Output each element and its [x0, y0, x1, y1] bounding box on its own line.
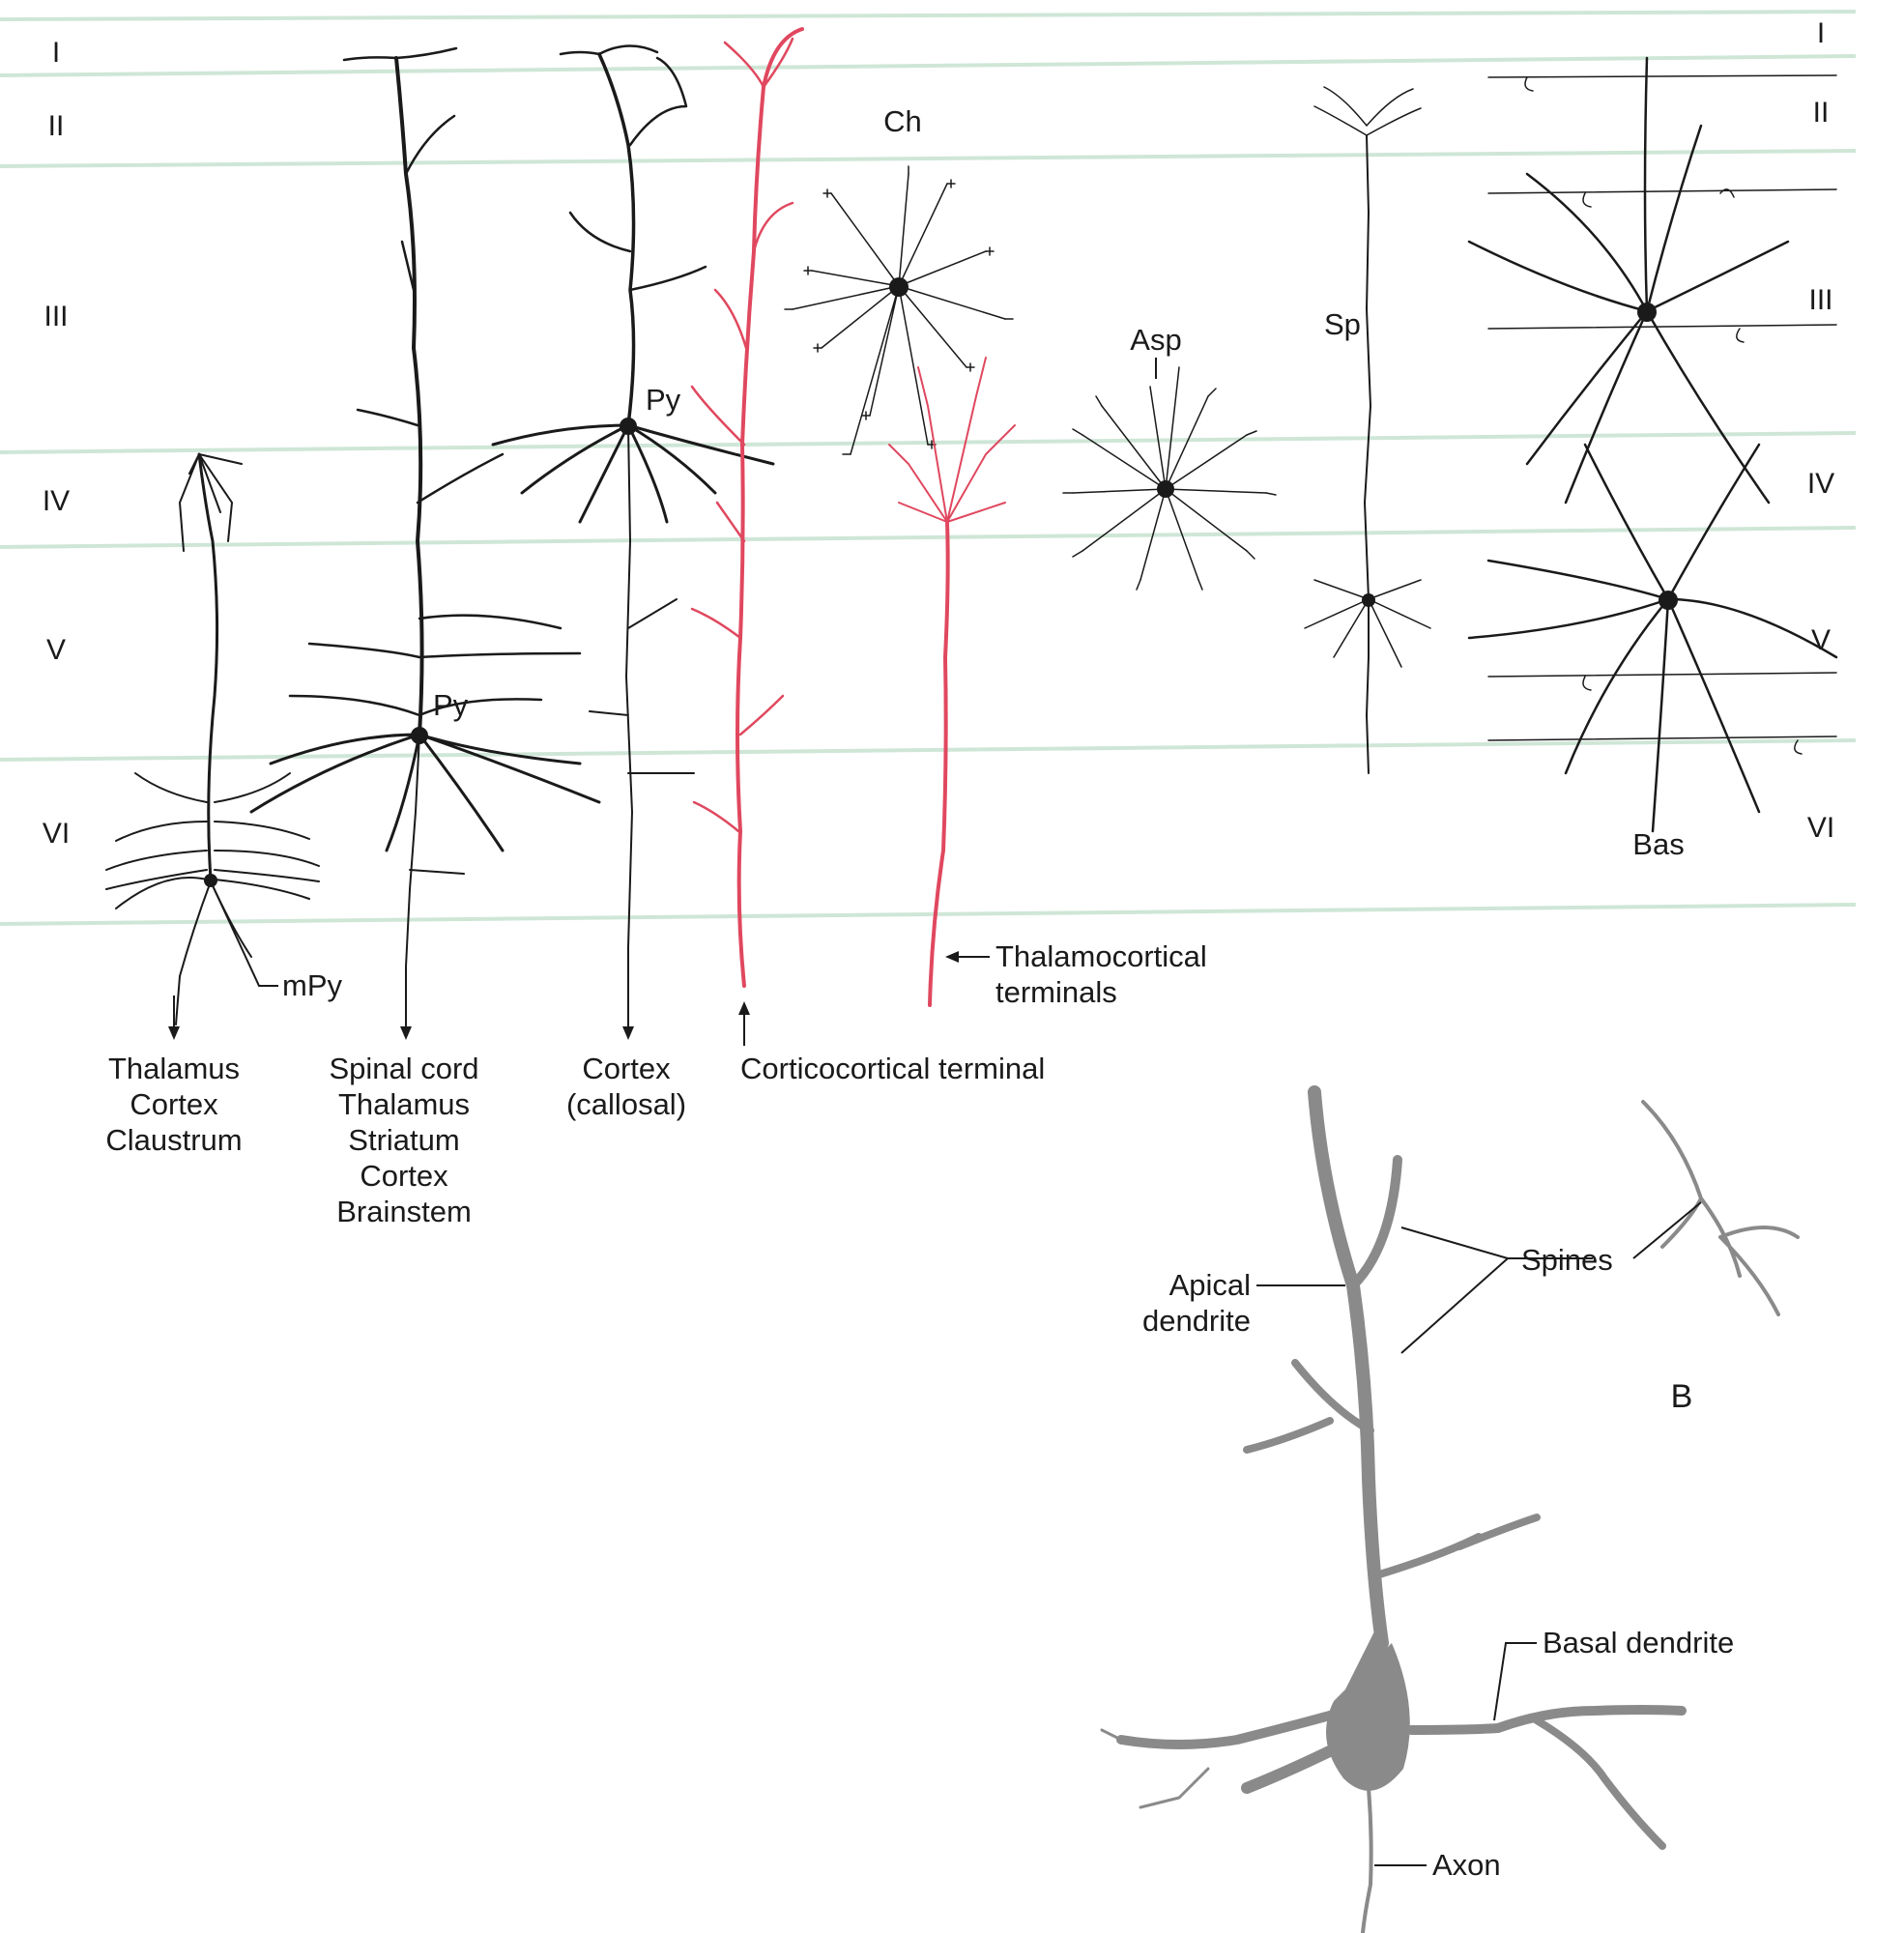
py-upper-target-callosal: (callosal)	[566, 1087, 686, 1121]
corticocortical-afferent	[690, 27, 804, 988]
panel-b-pyramidal-neuron	[1100, 1085, 1800, 1933]
mpy-neuron	[105, 452, 320, 1025]
apical-dendrite-label-line2: dendrite	[1142, 1304, 1251, 1338]
pyramidal-soma-layer-v	[411, 727, 428, 744]
py-lower-target-cortex: Cortex	[360, 1159, 448, 1193]
layer-label-left-iv: IV	[43, 485, 70, 517]
layer-line-4	[0, 431, 1857, 454]
basket-soma-upper	[1637, 303, 1657, 322]
chandelier-neuron	[784, 165, 1014, 455]
layer-label-right-ii: II	[1813, 97, 1830, 129]
py-lower-target-thalamus: Thalamus	[338, 1087, 470, 1121]
thalamocortical-arrow	[945, 951, 990, 963]
layer-line-7	[0, 903, 1857, 926]
layer-labels-left: I II III IV V VI	[43, 37, 70, 850]
py-upper-targets: Cortex (callosal)	[566, 1052, 686, 1121]
layer-label-left-vi: VI	[43, 818, 70, 850]
axon-label: Axon	[1432, 1848, 1501, 1882]
py-label-upper: Py	[646, 383, 681, 417]
mpy-leader	[210, 880, 278, 987]
chandelier-soma	[889, 277, 909, 297]
corticocortical-input-arrow	[738, 1001, 750, 1046]
layer-label-left-v: V	[46, 634, 66, 666]
layer-line-1	[0, 10, 1857, 21]
spines-leader	[1400, 1226, 1593, 1354]
py-lower-targets: Spinal cord Thalamus Striatum Cortex Bra…	[329, 1052, 478, 1228]
mpy-targets: Thalamus Cortex Claustrum	[105, 1052, 242, 1157]
layer-label-right-iii: III	[1808, 284, 1832, 316]
mpy-soma	[204, 874, 217, 887]
aspiny-soma	[1157, 480, 1174, 498]
pyramidal-neuron-layer-iii	[491, 44, 775, 1025]
mpy-output-arrow	[168, 995, 180, 1040]
apical-dendrite-label-line1: Apical	[1169, 1268, 1251, 1302]
panel-b-soma-base	[1330, 1624, 1394, 1730]
layer-labels-right: I II III IV V VI	[1807, 17, 1834, 844]
layer-label-left-ii: II	[48, 110, 65, 142]
basket-soma-lower	[1659, 591, 1678, 610]
py-upper-output-arrow	[622, 995, 634, 1040]
layer-line-5	[0, 526, 1857, 549]
sp-label: Sp	[1324, 307, 1361, 341]
spines-leader-right	[1632, 1201, 1702, 1259]
ch-label: Ch	[883, 104, 922, 138]
aspiny-neuron	[1062, 366, 1277, 591]
py-lower-target-brainstem: Brainstem	[336, 1195, 472, 1228]
layer-line-2	[0, 54, 1857, 77]
asp-label: Asp	[1130, 323, 1181, 357]
spines-label: Spines	[1521, 1243, 1613, 1277]
pyramidal-neuron-layer-v	[249, 46, 601, 1025]
spiny-stellate-neuron	[1304, 86, 1431, 774]
py-label-lower: Py	[433, 688, 469, 722]
mpy-label: mPy	[282, 968, 343, 1002]
layer-line-3	[0, 149, 1857, 168]
mpy-target-cortex: Cortex	[130, 1087, 218, 1121]
basal-dendrite-label: Basal dendrite	[1543, 1626, 1734, 1659]
layer-label-left-i: I	[52, 37, 60, 69]
layer-label-right-v: V	[1811, 624, 1831, 656]
basal-leader	[1493, 1642, 1537, 1721]
mpy-target-claustrum: Claustrum	[105, 1123, 242, 1157]
py-upper-target-cortex: Cortex	[582, 1052, 671, 1085]
thalamocortical-label-line1: Thalamocortical	[995, 939, 1207, 973]
layer-label-right-i: I	[1817, 17, 1825, 49]
basket-neurons	[1467, 56, 1838, 833]
py-lower-output-arrow	[400, 995, 412, 1040]
thalamocortical-label-line2: terminals	[995, 975, 1117, 1009]
py-lower-target-spinal-cord: Spinal cord	[329, 1052, 478, 1085]
panel-b-label: B	[1671, 1378, 1693, 1415]
bas-label: Bas	[1632, 827, 1684, 861]
panel-b-leaders	[1256, 1201, 1702, 1866]
layer-label-right-iv: IV	[1807, 468, 1834, 500]
layer-label-left-iii: III	[43, 301, 68, 332]
corticocortical-terminal-label: Corticocortical terminal	[740, 1052, 1045, 1085]
layer-label-right-vi: VI	[1807, 812, 1834, 844]
py-lower-target-striatum: Striatum	[348, 1123, 459, 1157]
mpy-target-thalamus: Thalamus	[108, 1052, 240, 1085]
thalamocortical-afferent	[888, 357, 1016, 1007]
layer-boundaries	[0, 10, 1857, 926]
pyramidal-soma-layer-iii	[620, 418, 637, 435]
spiny-stellate-soma	[1362, 593, 1375, 607]
